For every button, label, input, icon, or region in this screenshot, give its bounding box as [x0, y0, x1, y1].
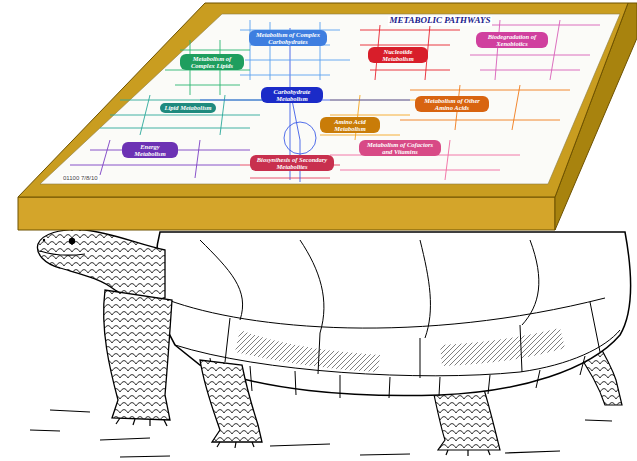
pathway-name: Metabolism of Cofactors and Vitamins	[363, 141, 437, 155]
pathway-label: Amino Acid Metabolism	[320, 117, 380, 133]
pathway-label: Carbohydrate Metabolism	[261, 87, 323, 103]
pathway-name: Carbohydrate Metabolism	[265, 88, 319, 102]
pathway-label: Nucleotide Metabolism	[368, 47, 428, 63]
pathway-name: Metabolism of Complex Carbohydrates	[253, 31, 323, 45]
pathway-name: Metabolism of Complex Lipids	[184, 55, 240, 69]
pathway-name: Biosynthesis of Secondary Metabolites	[254, 156, 330, 170]
pathway-name: Metabolism of Other Amino Acids	[419, 97, 485, 111]
board	[18, 3, 637, 230]
pathway-lines	[70, 20, 600, 182]
pathway-label: Metabolism of Complex Lipids	[180, 54, 244, 70]
pathway-label: Metabolism of Cofactors and Vitamins	[359, 140, 441, 156]
pathway-name: Energy Metabolism	[126, 143, 174, 157]
pathway-label: Metabolism of Other Amino Acids	[415, 96, 489, 112]
pathway-name: Lipid Metabolism	[164, 104, 211, 111]
pathway-label: Biosynthesis of Secondary Metabolites	[250, 155, 334, 171]
pathway-label: Lipid Metabolism	[160, 103, 215, 112]
pathway-name: Biodegradation of Xenobiotics	[480, 33, 544, 47]
pathway-label: Metabolism of Complex Carbohydrates	[249, 30, 327, 46]
pathway-label: Biodegradation of Xenobiotics	[476, 32, 548, 48]
map-title: METABOLIC PATHWAYS	[388, 16, 493, 26]
map-id: 01100 7/8/10	[62, 175, 99, 182]
pathway-name: Nucleotide Metabolism	[372, 48, 424, 62]
pathway-label: Energy Metabolism	[122, 142, 178, 158]
pathway-name: Amino Acid Metabolism	[324, 118, 376, 132]
